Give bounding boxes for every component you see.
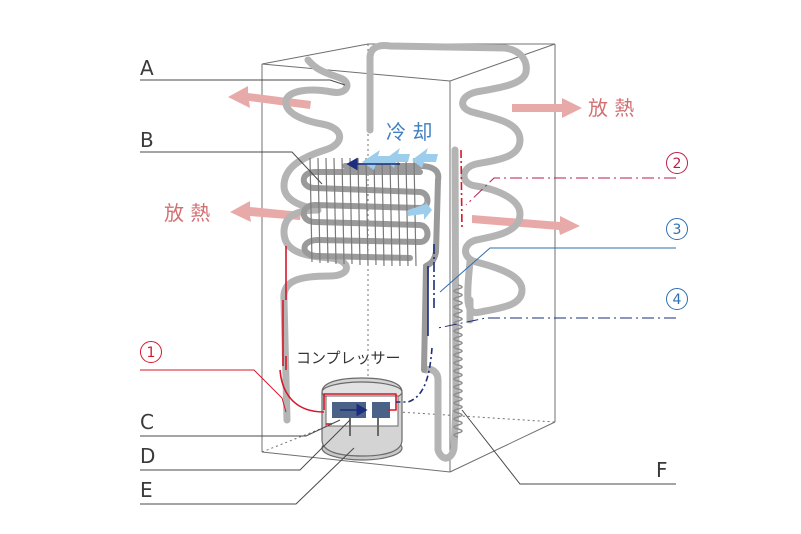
red-condenser-line: [460, 149, 463, 231]
label-D: D: [140, 444, 156, 468]
leader-1: [140, 369, 287, 413]
heat-arrow-upper-left: [228, 86, 311, 109]
cooling-arrows: [362, 148, 438, 220]
red-discharge-line: [279, 246, 397, 425]
heat-arrow-upper-right: [512, 98, 582, 118]
heat-arrows: [228, 86, 582, 235]
cooling-label: 冷 却: [386, 120, 433, 144]
heat-label-left: 放 熱: [164, 201, 211, 225]
compressor-label: コンプレッサー: [296, 349, 401, 367]
heat-arrow-mid-left: [230, 201, 301, 222]
label-C: C: [140, 410, 154, 434]
leader-A: [140, 79, 346, 86]
leader-B: [140, 151, 323, 185]
evaporator-coil: [300, 163, 442, 373]
leader-E: [140, 447, 355, 505]
heat-arrow-mid-right: [472, 215, 580, 235]
capillary-coil: [453, 284, 463, 438]
marker-2: 2: [666, 152, 688, 174]
evaporator-fins: [309, 157, 417, 267]
heat-label-right: 放 熱: [588, 96, 635, 120]
label-B: B: [140, 128, 154, 152]
marker-1: 1: [140, 341, 162, 363]
condenser-pipe: [280, 42, 530, 462]
navy-suction-line: [340, 157, 435, 417]
marker-4: 4: [666, 288, 688, 310]
label-F: F: [656, 458, 668, 482]
leader-2: [465, 177, 676, 206]
leader-D: [140, 419, 351, 471]
leader-F: [461, 409, 676, 485]
leader-lines: [140, 79, 676, 505]
label-E: E: [140, 478, 153, 502]
leader-4: [437, 317, 676, 329]
leader-3: [439, 247, 676, 293]
label-A: A: [140, 56, 154, 80]
marker-3: 3: [666, 218, 688, 240]
compressor: [321, 377, 403, 461]
leader-C: [140, 419, 341, 437]
